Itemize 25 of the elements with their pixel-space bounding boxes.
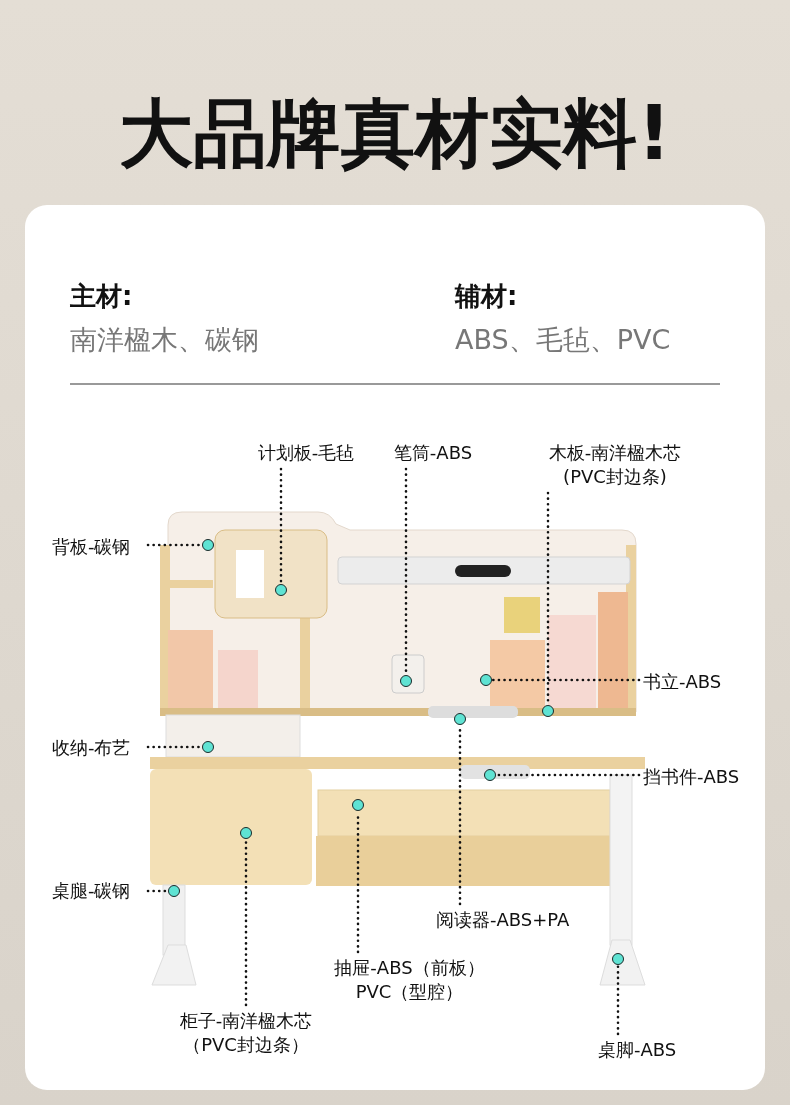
leader-line (616, 964, 620, 1036)
callout-label: 笔筒-ABS (384, 441, 482, 465)
heading-text: 主材: (70, 280, 133, 313)
callout-label: 收纳-布艺 (52, 736, 144, 760)
leader-line (491, 678, 641, 682)
callout-label: 书立-ABS (643, 670, 743, 694)
leader-line (244, 838, 248, 1007)
callout-label: 桌腿-碳钢 (52, 879, 144, 903)
title: 大品牌真材实料! (118, 89, 672, 178)
leader-line (279, 467, 283, 585)
callout-label: 柜子-南洋楹木芯（PVC封边条） (168, 1009, 324, 1057)
heading-text: 辅材: (455, 280, 518, 313)
callout-label: 阅读器-ABS+PA (436, 908, 586, 932)
callout-label: 背板-碳钢 (52, 535, 144, 559)
callout-label: 抽屉-ABS（前板）PVC（型腔） (322, 956, 497, 1004)
leader-line (146, 889, 169, 893)
material-text: 南洋楹木、碳钢 (70, 323, 259, 357)
callout-label: 挡书件-ABS (643, 765, 758, 789)
material-text: ABS、毛毡、PVC (455, 323, 671, 357)
callout-label: 桌脚-ABS (598, 1038, 698, 1062)
callout-label: 木板-南洋楹木芯(PVC封边条) (540, 441, 690, 489)
leader-line (146, 543, 203, 547)
callout-label: 计划板-毛毡 (250, 441, 362, 465)
leader-line (495, 773, 641, 777)
leader-line (146, 745, 203, 749)
